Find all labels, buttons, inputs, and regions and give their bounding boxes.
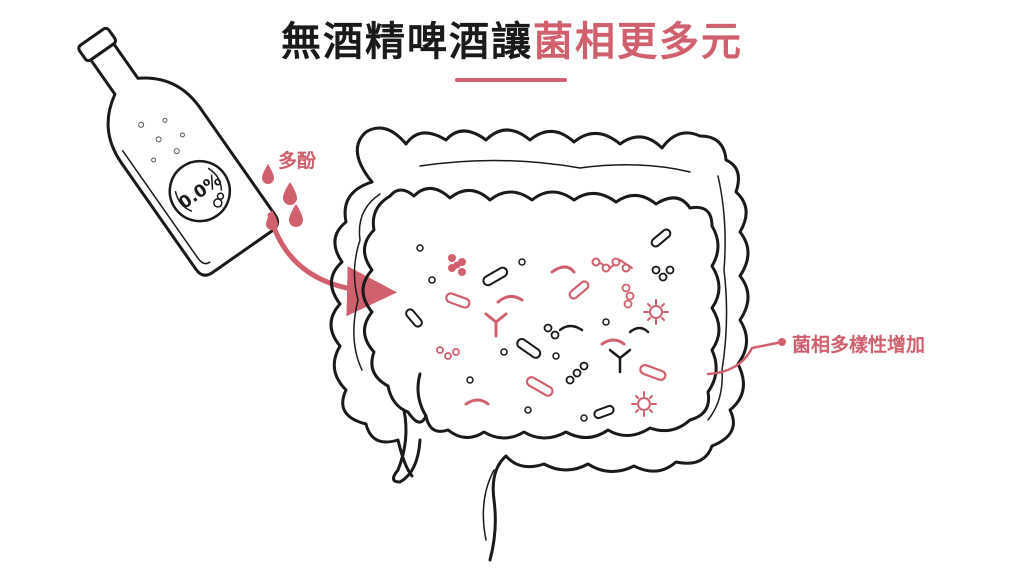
- small-microbe-dots: [416, 244, 610, 422]
- rod-bacterium-icon: [405, 308, 423, 328]
- curved-bacterium-icon: [628, 326, 650, 334]
- diversity-label: 菌相多樣性增加: [792, 334, 926, 356]
- title-underline: [455, 78, 567, 82]
- chain-bacterium-icon: [591, 257, 631, 273]
- curved-bacterium-icon: [550, 265, 576, 274]
- y-shaped-bacterium-icon: [608, 348, 632, 374]
- rod-bacterium-icon: [568, 280, 590, 300]
- title-part-accent: 菌相更多元: [533, 19, 743, 65]
- polyphenol-droplets-icon: [262, 164, 303, 230]
- chain-bacterium-icon: [543, 265, 675, 385]
- y-shaped-bacterium-icon: [484, 312, 508, 338]
- diversity-pointer-dot: [778, 338, 786, 346]
- microbe-cluster-icon: [448, 254, 466, 276]
- intestine-illustration: [329, 126, 750, 562]
- curved-bacterium-icon: [464, 398, 490, 406]
- rod-bacterium-icon: [650, 228, 672, 248]
- rod-bacterium-icon: [516, 338, 542, 359]
- page-title: 無酒精啤酒讓菌相更多元: [0, 14, 1024, 70]
- curved-bacterium-icon: [496, 295, 524, 304]
- rod-bacterium-icon: [639, 363, 667, 381]
- rod-bacterium-icon: [593, 404, 615, 420]
- rod-bacterium-icon: [482, 266, 509, 287]
- curved-bacterium-icon: [558, 324, 584, 332]
- title-part-dark: 無酒精啤酒讓: [281, 19, 533, 65]
- chain-bacterium-icon: [436, 283, 635, 360]
- rod-bacterium-icon: [445, 292, 471, 309]
- rod-bacterium-icon: [525, 376, 554, 397]
- diversity-pointer-line: [706, 340, 784, 376]
- polyphenol-label: 多酚: [278, 150, 317, 172]
- beer-bottle-icon: 0.0%: [77, 26, 279, 277]
- gut-microbes: [405, 228, 675, 422]
- curved-bacterium-icon: [600, 338, 626, 346]
- star-microbe-icon: [631, 299, 669, 417]
